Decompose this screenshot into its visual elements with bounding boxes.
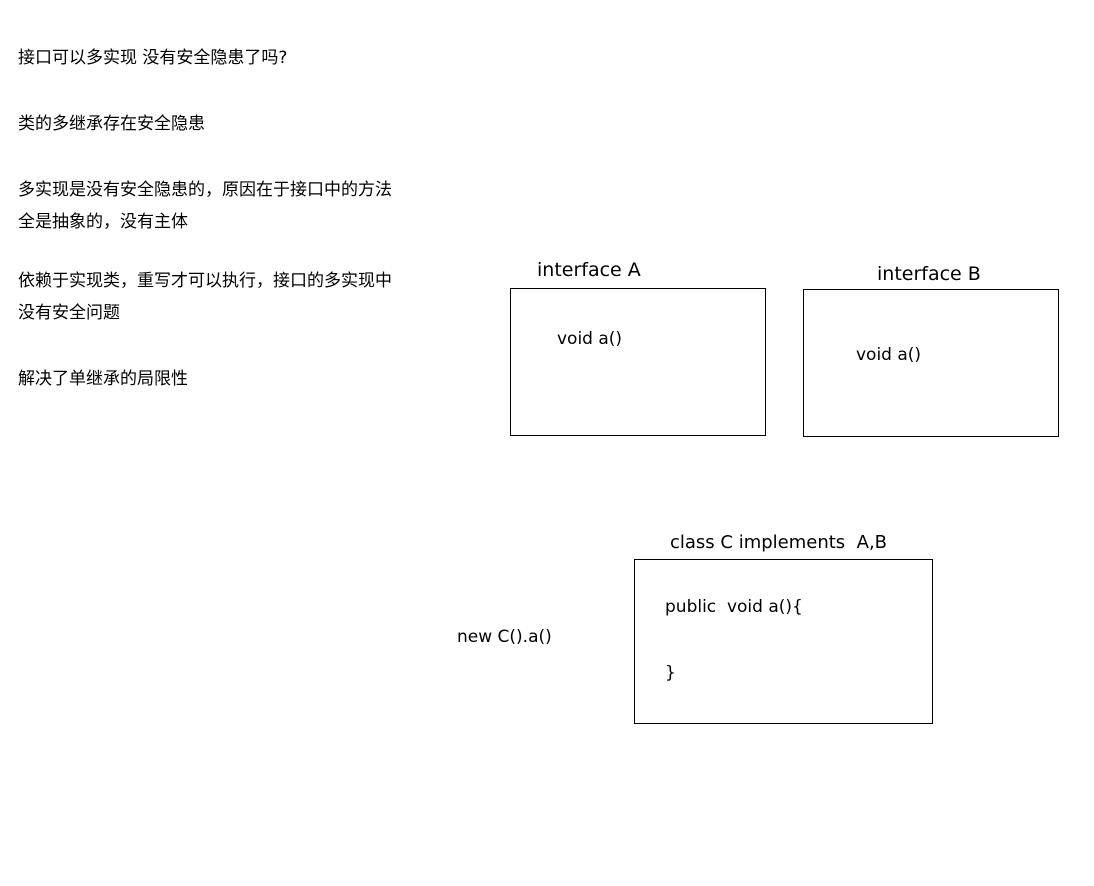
interface-a-box: void a() — [510, 288, 766, 436]
class-c-method-close: } — [665, 663, 676, 683]
interface-a-method: void a() — [557, 329, 623, 349]
note-depends-2: 没有安全问题 — [18, 303, 120, 323]
interface-a-label: interface A — [537, 259, 641, 281]
class-c-box: public void a(){ } — [634, 559, 933, 724]
note-multi-implementation-1: 多实现是没有安全隐患的，原因在于接口中的方法 — [18, 180, 392, 200]
interface-b-label: interface B — [877, 263, 981, 285]
interface-b-method: void a() — [856, 345, 922, 365]
note-class-multi-inheritance: 类的多继承存在安全隐患 — [18, 114, 205, 134]
note-multi-implementation-2: 全是抽象的，没有主体 — [18, 212, 188, 232]
class-c-method-open: public void a(){ — [665, 597, 803, 617]
note-question: 接口可以多实现 没有安全隐患了吗? — [18, 48, 288, 68]
class-c-label: class C implements A,B — [670, 532, 888, 553]
note-solution: 解决了单继承的局限性 — [18, 369, 188, 389]
method-call: new C().a() — [457, 627, 552, 647]
interface-b-box: void a() — [803, 289, 1059, 437]
note-depends-1: 依赖于实现类，重写才可以执行，接口的多实现中 — [18, 271, 392, 291]
